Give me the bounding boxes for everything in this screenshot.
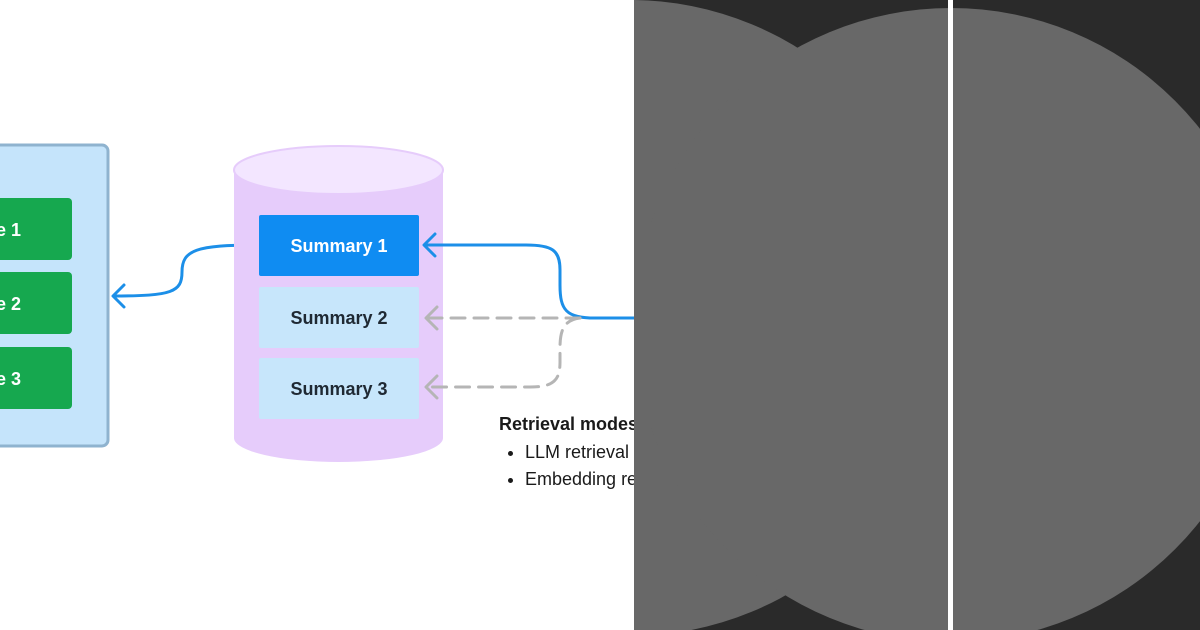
retrieval-mode-item: LLM retrieval bbox=[525, 439, 799, 466]
inactive-retrieval-arrow-2 bbox=[424, 305, 582, 331]
summary-database: Summary 1 Summary 2 Summary 3 bbox=[233, 145, 444, 462]
summary-1-node bbox=[259, 215, 419, 276]
active-retrieval-arrow bbox=[422, 232, 642, 320]
summary-3-label: Summary 3 bbox=[290, 379, 387, 399]
inactive-retrieval-arrow-2-head bbox=[424, 305, 439, 331]
left-item-3 bbox=[0, 347, 72, 409]
inactive-retrieval-arrow-3 bbox=[424, 316, 582, 400]
left-item-2 bbox=[0, 272, 72, 334]
left-item-1-label: e 1 bbox=[0, 220, 21, 240]
left-item-2-label: e 2 bbox=[0, 294, 21, 314]
summary-3-node bbox=[259, 358, 419, 419]
summary-2-node bbox=[259, 287, 419, 348]
summary-2-label: Summary 2 bbox=[290, 308, 387, 328]
inactive-retrieval-arrow-3-head bbox=[424, 374, 439, 400]
output-arrow-head bbox=[111, 283, 126, 309]
dark-overlay bbox=[634, 0, 1200, 630]
overlay-disc-2 bbox=[634, 8, 1200, 630]
summary-1-label: Summary 1 bbox=[290, 236, 387, 256]
left-item-3-label: e 3 bbox=[0, 369, 21, 389]
left-item-1 bbox=[0, 198, 72, 260]
database-top bbox=[233, 145, 444, 195]
overlay-divider bbox=[948, 0, 953, 630]
left-node-group: e 1 e 2 e 3 bbox=[0, 143, 110, 448]
retrieval-modes-title: Retrieval modes bbox=[499, 414, 639, 434]
active-retrieval-arrow-head bbox=[422, 232, 437, 258]
output-arrow bbox=[111, 243, 260, 309]
